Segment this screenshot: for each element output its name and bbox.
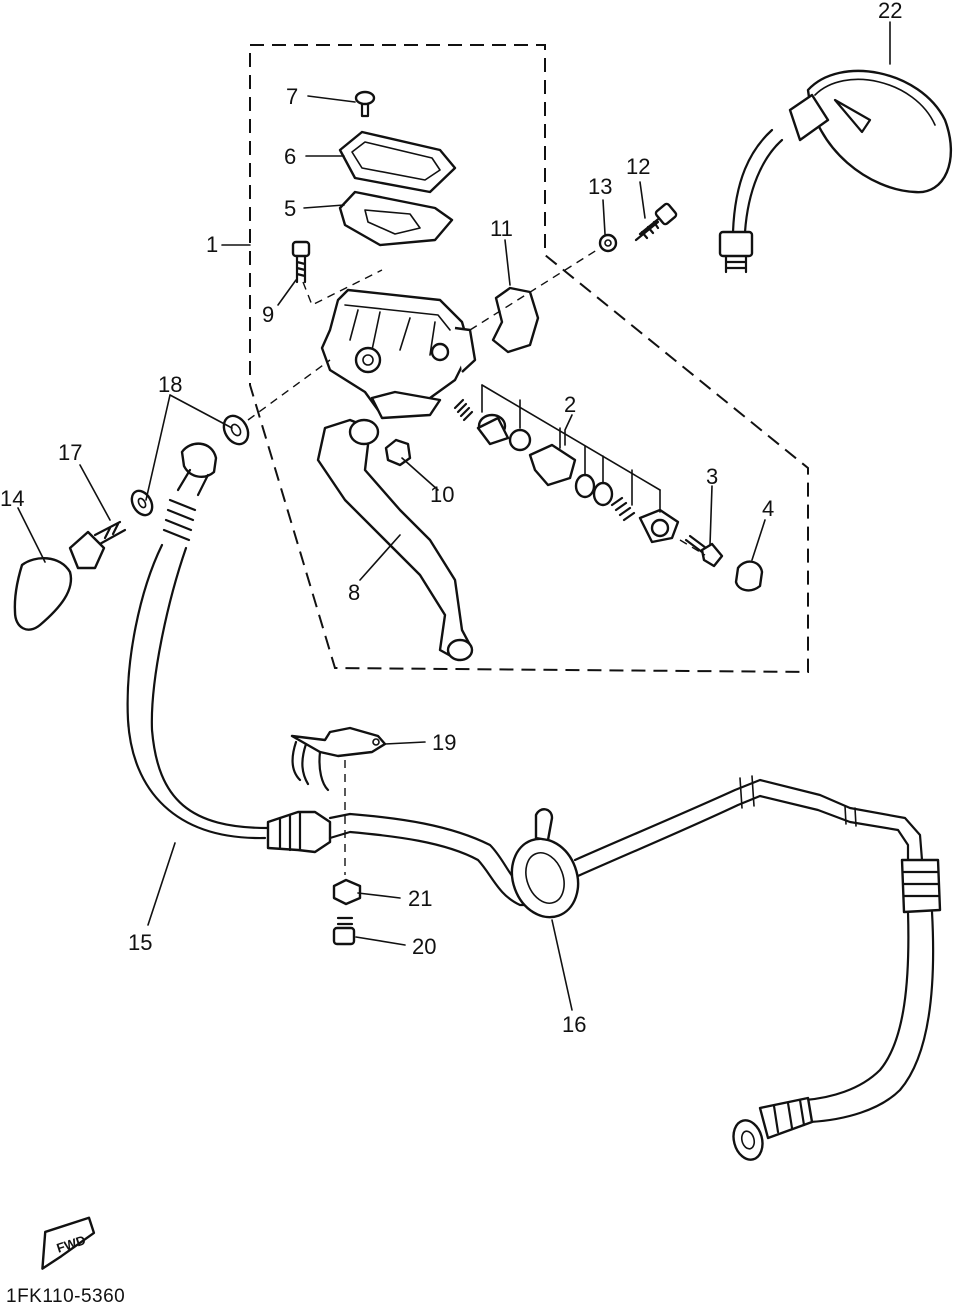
part-6-reservoir-cap <box>338 130 457 194</box>
part-4-bleed-screw-cap <box>734 560 764 592</box>
callout-5: 5 <box>284 196 296 221</box>
part-14-protective-cap <box>13 557 73 631</box>
part-22-rear-view-mirror <box>718 69 953 274</box>
part-20-bolt <box>332 916 356 946</box>
callout-13: 13 <box>588 174 612 199</box>
callout-4: 4 <box>762 496 774 521</box>
part-19-hose-holder <box>290 726 387 792</box>
part-15-brake-hose <box>126 442 332 854</box>
callout-17: 17 <box>58 440 82 465</box>
callout-8: 8 <box>348 580 360 605</box>
callout-18: 18 <box>158 372 182 397</box>
callout-7: 7 <box>286 84 298 109</box>
callout-12: 12 <box>626 154 650 179</box>
callout-leader-lines <box>17 21 891 1011</box>
callout-3: 3 <box>706 464 718 489</box>
drawing-code: 1FK110-5360 <box>6 1286 125 1307</box>
part-3-bleed-screw <box>684 534 724 568</box>
part-5-diaphragm <box>338 190 454 247</box>
callout-21: 21 <box>408 886 432 911</box>
callout-19: 19 <box>432 730 456 755</box>
part-8-brake-lever <box>316 418 474 662</box>
callout-2: 2 <box>564 392 576 417</box>
assembly-1-boundary <box>249 44 809 674</box>
forward-direction-arrow: FWD <box>41 1216 96 1270</box>
callout-6: 6 <box>284 144 296 169</box>
part-18-copper-washer-a <box>222 414 250 446</box>
part-15-lower-hose <box>732 858 942 1161</box>
callout-1: 1 <box>206 232 218 257</box>
part-7-screw <box>354 90 376 118</box>
part-18-copper-washer-b <box>130 489 154 517</box>
callout-15: 15 <box>128 930 152 955</box>
part-2-master-cylinder-kit <box>453 398 680 544</box>
part-21-nut <box>332 878 362 906</box>
callout-22: 22 <box>878 0 902 23</box>
callout-20: 20 <box>412 934 436 959</box>
callout-9: 9 <box>262 302 274 327</box>
part-9-bolt <box>291 240 311 284</box>
callout-11: 11 <box>490 216 513 241</box>
part-17-union-bolt <box>68 520 127 570</box>
master-cylinder-body <box>320 288 477 420</box>
part-11-holder-clamp <box>491 286 540 354</box>
callout-16: 16 <box>562 1012 586 1037</box>
part-16-hose-joint-clamp <box>510 808 580 919</box>
callout-10: 10 <box>430 482 454 507</box>
part-12-bolt <box>634 202 678 242</box>
callout-14: 14 <box>0 486 24 511</box>
part-13-washer <box>598 233 618 253</box>
